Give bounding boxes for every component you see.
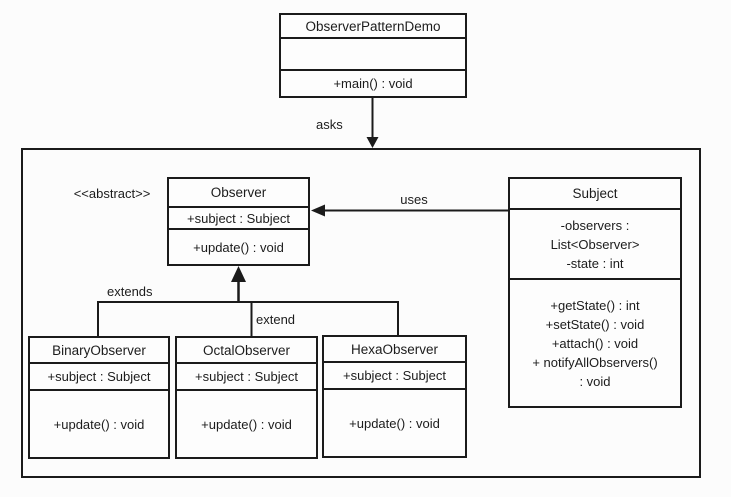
class-title: Subject bbox=[510, 179, 680, 210]
class-box-observer-pattern-demo: ObserverPatternDemo +main() : void bbox=[279, 13, 467, 98]
asks-edge-label: asks bbox=[316, 117, 343, 132]
attribute-entry: List<Observer> bbox=[550, 236, 640, 252]
class-methods: +update() : void bbox=[169, 230, 308, 264]
class-box-subject: Subject -observers : List<Observer> -sta… bbox=[508, 177, 682, 408]
class-title: OctalObserver bbox=[177, 338, 316, 364]
method-entry: +getState() : int bbox=[550, 297, 640, 313]
extend-edge-label: extend bbox=[256, 312, 296, 327]
attribute-entry: +subject : Subject bbox=[187, 210, 290, 226]
class-title: ObserverPatternDemo bbox=[281, 15, 465, 39]
class-attributes: +subject : Subject bbox=[30, 364, 168, 391]
method-entry: : void bbox=[579, 373, 611, 389]
class-methods: +update() : void bbox=[30, 391, 168, 457]
uses-edge-label: uses bbox=[400, 192, 428, 207]
method-entry: +main() : void bbox=[333, 76, 413, 91]
class-methods: +update() : void bbox=[177, 391, 316, 457]
class-attributes: -observers : List<Observer> -state : int bbox=[510, 210, 680, 280]
class-methods: +main() : void bbox=[281, 71, 465, 96]
attribute-entry: +subject : Subject bbox=[195, 369, 298, 384]
method-entry: +update() : void bbox=[349, 415, 440, 431]
class-title: HexaObserver bbox=[324, 337, 465, 363]
class-attributes: +subject : Subject bbox=[324, 363, 465, 390]
method-entry: +attach() : void bbox=[551, 335, 639, 351]
asks-arrow bbox=[366, 98, 379, 148]
class-title: Observer bbox=[169, 179, 308, 208]
attribute-entry: -state : int bbox=[566, 255, 624, 271]
method-entry: +update() : void bbox=[193, 239, 284, 255]
abstract-stereotype-label: <<abstract>> bbox=[73, 186, 151, 201]
system-boundary-box bbox=[21, 148, 701, 478]
class-attributes bbox=[281, 39, 465, 71]
method-entry: +setState() : void bbox=[545, 316, 645, 332]
method-entry: +update() : void bbox=[201, 416, 292, 432]
attribute-entry: +subject : Subject bbox=[47, 369, 151, 384]
method-entry: +update() : void bbox=[53, 416, 145, 432]
attribute-entry: +subject : Subject bbox=[343, 368, 446, 383]
class-box-hexa-observer: HexaObserver +subject : Subject +update(… bbox=[322, 335, 467, 458]
method-entry: + notifyAllObservers() bbox=[532, 354, 658, 370]
class-box-binary-observer: BinaryObserver +subject : Subject +updat… bbox=[28, 336, 170, 459]
class-box-octal-observer: OctalObserver +subject : Subject +update… bbox=[175, 336, 318, 459]
extends-edge-label: extends bbox=[107, 284, 153, 299]
attribute-entry: -observers : bbox=[560, 217, 630, 233]
class-title: BinaryObserver bbox=[30, 338, 168, 364]
class-methods: +getState() : int +setState() : void +at… bbox=[510, 280, 680, 406]
class-attributes: +subject : Subject bbox=[177, 364, 316, 391]
class-attributes: +subject : Subject bbox=[169, 208, 308, 230]
class-box-observer: Observer +subject : Subject +update() : … bbox=[167, 177, 310, 266]
class-methods: +update() : void bbox=[324, 390, 465, 456]
